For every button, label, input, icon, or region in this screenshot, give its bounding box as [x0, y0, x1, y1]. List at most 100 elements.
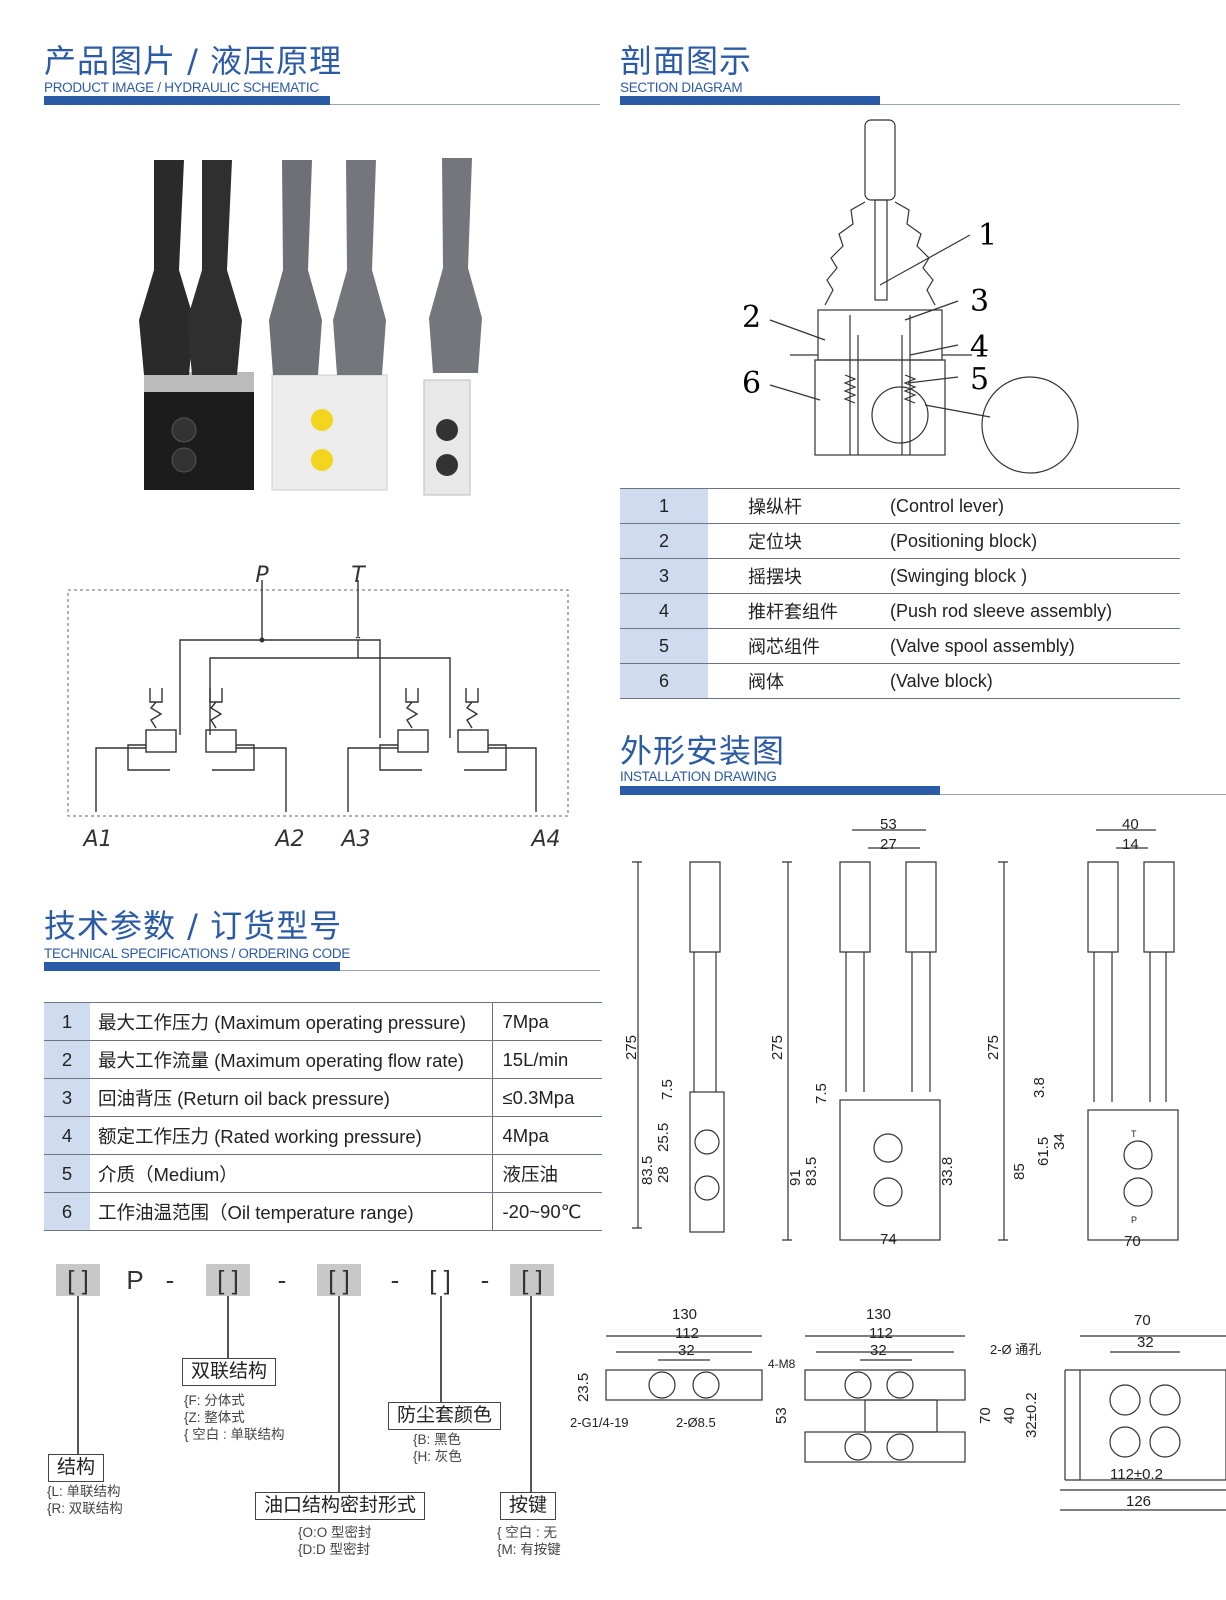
- specs-subtitle: TECHNICAL SPECIFICATIONS / ORDERING CODE: [44, 946, 351, 961]
- product-title: 产品图片 / 液压原理: [44, 42, 343, 80]
- section-diagram: 1 2 3 4 5 6: [742, 119, 1079, 474]
- options-structure: {L: 单联结构{R: 双联结构: [47, 1484, 123, 1516]
- callout-2: 2: [742, 300, 761, 335]
- joystick-grey-single: [423, 158, 482, 496]
- dim-label: 3.8: [1031, 1077, 1048, 1098]
- dim-label: 130: [866, 1306, 892, 1323]
- port-a2: A2: [273, 827, 304, 852]
- dim-label: 70: [977, 1407, 994, 1424]
- dim-label: 74: [880, 1231, 897, 1248]
- specs-title: 技术参数 / 订货型号: [44, 907, 343, 945]
- code-p: P: [126, 1265, 144, 1295]
- dim-label: 32: [1137, 1334, 1154, 1351]
- dim-label: 33.8: [939, 1156, 956, 1186]
- accent-bar: [620, 96, 880, 105]
- dim-label: 70: [1134, 1312, 1151, 1329]
- joystick-black-double: [139, 160, 254, 490]
- leader-line: [530, 1296, 532, 1492]
- label-color: 防尘套颜色: [388, 1402, 502, 1430]
- divider: [620, 104, 1180, 105]
- callout-3: 3: [970, 284, 989, 319]
- product-photo: [44, 140, 584, 530]
- leader-line: [77, 1296, 79, 1456]
- dim-label: 275: [985, 1034, 1002, 1060]
- dim-label: 83.5: [803, 1156, 820, 1186]
- options-color: {B: 黑色{H: 灰色: [413, 1432, 462, 1464]
- dim-label: 85: [1011, 1163, 1028, 1180]
- label-structure: 结构: [48, 1454, 105, 1482]
- code-slot-structure: [ ]: [56, 1264, 100, 1296]
- dim-label: 2-Ø 通孔: [990, 1342, 1042, 1357]
- port-t: T: [351, 563, 366, 588]
- callout-4: 4: [970, 330, 989, 365]
- code-dash: -: [165, 1265, 175, 1295]
- dim-label: 23.5: [575, 1372, 592, 1402]
- dim-label: 130: [672, 1306, 698, 1323]
- port-a3: A3: [339, 827, 370, 852]
- dim-label: 112: [869, 1325, 893, 1342]
- dim-label: 91: [787, 1169, 804, 1186]
- port-label-t: T: [1131, 1129, 1137, 1139]
- code-dash: -: [390, 1265, 400, 1295]
- options-dual: {F: 分体式{Z: 整体式{ 空白 : 单联结构: [184, 1393, 285, 1442]
- options-button: { 空白 : 无{M: 有按键: [497, 1525, 561, 1557]
- label-seal: 油口结构密封形式: [255, 1492, 426, 1520]
- code-slot-dual: [ ]: [206, 1264, 250, 1296]
- dim-label: 40: [1001, 1407, 1018, 1424]
- dim-label: 70: [1124, 1233, 1141, 1250]
- dim-label: 14: [1122, 836, 1139, 853]
- options-seal: {O:O 型密封{D:D 型密封: [298, 1525, 372, 1557]
- dim-label: 28: [655, 1166, 672, 1183]
- accent-bar: [620, 786, 940, 795]
- code-slot-seal: [ ]: [317, 1264, 361, 1296]
- hydraulic-schematic: P T A1 A2 A3 A4: [67, 563, 569, 852]
- port-a1: A1: [81, 827, 112, 852]
- dim-label: 53: [773, 1407, 790, 1424]
- dim-label: 112: [675, 1325, 699, 1342]
- product-subtitle: PRODUCT IMAGE / HYDRAULIC SCHEMATIC: [44, 80, 319, 95]
- section-subtitle: SECTION DIAGRAM: [620, 80, 743, 95]
- leader-line: [227, 1296, 229, 1358]
- code-slot-color: [ ]: [429, 1265, 451, 1295]
- callout-1: 1: [978, 218, 997, 253]
- dim-label: 32: [870, 1342, 887, 1359]
- label-dual: 双联结构: [182, 1358, 277, 1386]
- dim-label: 275: [769, 1034, 786, 1060]
- dim-label: 112±0.2: [1110, 1466, 1163, 1483]
- port-p: P: [255, 563, 269, 588]
- accent-bar: [44, 962, 340, 971]
- dim-label: 4-M8: [768, 1357, 796, 1371]
- dim-label: 275: [623, 1034, 640, 1060]
- dim-label: 2-Ø8.5: [676, 1415, 716, 1430]
- dim-label: 83.5: [639, 1155, 656, 1185]
- code-dash: -: [277, 1265, 287, 1295]
- dim-label: 32: [678, 1342, 695, 1359]
- dim-label: 53: [880, 816, 897, 833]
- section-title: 剖面图示: [620, 42, 753, 80]
- callout-5: 5: [970, 362, 989, 397]
- installation-drawings: [605, 829, 1226, 1511]
- install-subtitle: INSTALLATION DRAWING: [620, 769, 777, 784]
- leader-line: [338, 1296, 340, 1492]
- install-title: 外形安装图: [620, 732, 786, 770]
- leader-line: [440, 1296, 442, 1402]
- code-slot-button: [ ]: [510, 1264, 554, 1296]
- dim-label: 2-G1/4-19: [570, 1415, 629, 1430]
- dim-label: 7.5: [659, 1079, 676, 1100]
- port-a4: A4: [529, 827, 560, 852]
- dim-label: 32±0.2: [1023, 1392, 1040, 1438]
- dim-label: 7.5: [813, 1083, 830, 1104]
- dim-label: 126: [1126, 1493, 1152, 1510]
- dim-label: 34: [1051, 1133, 1068, 1150]
